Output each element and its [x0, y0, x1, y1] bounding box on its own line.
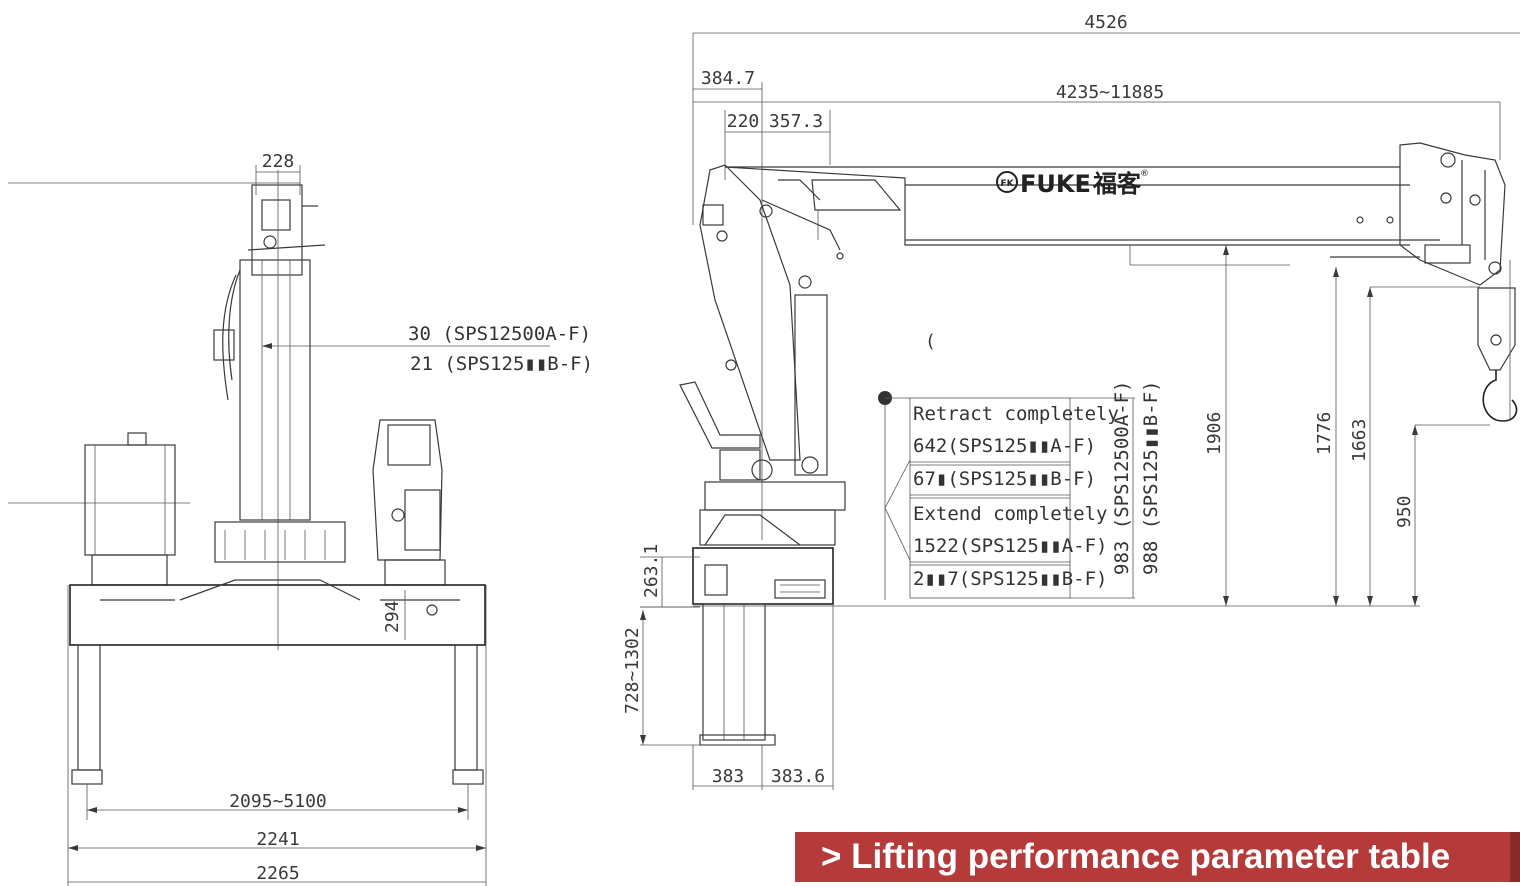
dim-728-1302: 728~1302 — [622, 627, 643, 714]
retract-a: 642(SPS125▮▮A-F) — [913, 435, 1096, 457]
banner-edge — [1510, 832, 1520, 882]
retract-b: 67▮(SPS125▮▮B-F) — [913, 468, 1096, 490]
fuke-logo: FK FUKE 福客 ® — [996, 169, 1149, 198]
paren-mark: ( — [925, 331, 936, 352]
dim-950: 950 — [1394, 495, 1415, 528]
banner-text: > Lifting performance parameter table — [821, 837, 1451, 876]
dim-988: 988 (SPS125▮▮B-F) — [1140, 381, 1162, 575]
dim-4235-11885: 4235~11885 — [1056, 82, 1164, 103]
crane-column — [679, 164, 846, 746]
dim-357-3: 357.3 — [769, 111, 823, 132]
dim-2095-5100: 2095~5100 — [229, 791, 327, 812]
dim-383: 383 — [712, 766, 745, 787]
lifting-performance-banner: > Lifting performance parameter table — [795, 832, 1520, 882]
dim-4526: 4526 — [1084, 12, 1127, 33]
side-view: 4526 384.7 4235~11885 220 357.3 FK FUKE … — [622, 12, 1520, 790]
boom-head — [1330, 142, 1518, 422]
extend-b: 2▮▮7(SPS125▮▮B-F) — [913, 568, 1107, 590]
dim-384-7: 384.7 — [701, 68, 755, 89]
dim-1776: 1776 — [1314, 412, 1335, 455]
retract-label: Retract completely — [913, 403, 1119, 425]
dim-1663: 1663 — [1349, 419, 1370, 462]
front-note-a: 30 (SPS12500A-F) — [408, 323, 591, 345]
front-view: 228 30 (SPS12500A-F) 21 (SPS125▮▮B-F) — [8, 151, 593, 886]
retract-extend-table: Retract completely 642(SPS125▮▮A-F) 67▮(… — [878, 391, 1135, 600]
dim-1906: 1906 — [1204, 412, 1225, 455]
logo-chinese: 福客 — [1092, 170, 1142, 198]
logo-mark: FK — [1000, 179, 1014, 189]
extend-a: 1522(SPS125▮▮A-F) — [913, 535, 1107, 557]
extend-label: Extend completely — [913, 503, 1107, 525]
logo-brand: FUKE — [1020, 170, 1091, 198]
dim-294: 294 — [382, 600, 403, 633]
dim-383-6: 383.6 — [771, 766, 825, 787]
dim-983: 983 (SPS12500A-F) — [1111, 381, 1133, 575]
logo-registered: ® — [1140, 169, 1149, 179]
dim-228: 228 — [262, 151, 295, 172]
dim-2241: 2241 — [256, 829, 299, 850]
dim-263-1: 263.1 — [641, 544, 662, 598]
dim-2265: 2265 — [256, 863, 299, 884]
front-note-b: 21 (SPS125▮▮B-F) — [410, 353, 593, 375]
dim-220: 220 — [727, 111, 760, 132]
